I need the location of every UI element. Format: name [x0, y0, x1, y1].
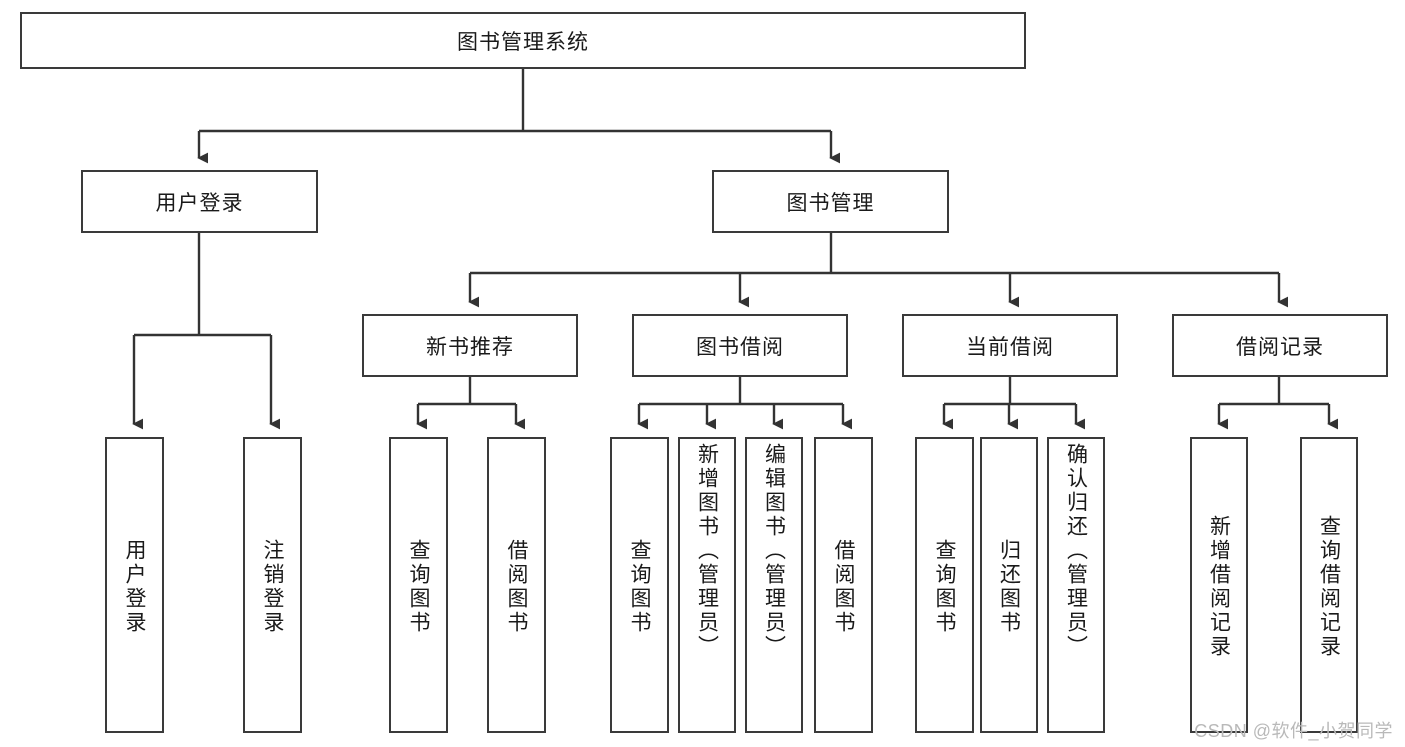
node-leaf-query-book-1-label: 查询图书	[407, 539, 430, 635]
node-leaf-edit-book-label: 编辑图书（管理员）	[762, 443, 786, 659]
node-book-borrow-label: 图书借阅	[696, 335, 784, 359]
node-leaf-query-record[interactable]: 查询借阅记录	[1300, 437, 1358, 733]
node-leaf-borrow-book-2-label: 借阅图书	[832, 539, 855, 635]
node-leaf-user-login[interactable]: 用户登录	[105, 437, 164, 733]
node-borrow-record[interactable]: 借阅记录	[1172, 314, 1388, 377]
node-leaf-borrow-book-2[interactable]: 借阅图书	[814, 437, 873, 733]
node-root[interactable]: 图书管理系统	[20, 12, 1026, 69]
node-user-login[interactable]: 用户登录	[81, 170, 318, 233]
node-leaf-return-book[interactable]: 归还图书	[980, 437, 1038, 733]
node-leaf-confirm-return[interactable]: 确认归还（管理员）	[1047, 437, 1105, 733]
node-book-borrow[interactable]: 图书借阅	[632, 314, 848, 377]
node-leaf-user-logout[interactable]: 注销登录	[243, 437, 302, 733]
node-leaf-confirm-return-label: 确认归还（管理员）	[1064, 443, 1088, 659]
node-leaf-query-book-3-label: 查询图书	[933, 539, 956, 635]
node-new-book-rec[interactable]: 新书推荐	[362, 314, 578, 377]
node-book-manage[interactable]: 图书管理	[712, 170, 949, 233]
node-leaf-query-book-2[interactable]: 查询图书	[610, 437, 669, 733]
node-leaf-add-book[interactable]: 新增图书（管理员）	[678, 437, 736, 733]
node-leaf-query-book-2-label: 查询图书	[628, 539, 651, 635]
node-leaf-query-book-3[interactable]: 查询图书	[915, 437, 974, 733]
node-leaf-query-record-label: 查询借阅记录	[1317, 515, 1341, 659]
node-current-borrow[interactable]: 当前借阅	[902, 314, 1118, 377]
node-leaf-query-book-1[interactable]: 查询图书	[389, 437, 448, 733]
node-user-login-label: 用户登录	[155, 191, 244, 215]
node-new-book-rec-label: 新书推荐	[426, 335, 514, 359]
node-leaf-edit-book[interactable]: 编辑图书（管理员）	[745, 437, 803, 733]
node-current-borrow-label: 当前借阅	[966, 335, 1054, 359]
node-leaf-user-login-label: 用户登录	[123, 539, 146, 635]
node-leaf-borrow-book-1-label: 借阅图书	[505, 539, 528, 635]
node-leaf-return-book-label: 归还图书	[997, 539, 1021, 635]
node-leaf-borrow-book-1[interactable]: 借阅图书	[487, 437, 546, 733]
node-leaf-add-book-label: 新增图书（管理员）	[695, 443, 719, 659]
node-book-manage-label: 图书管理	[786, 191, 875, 215]
node-leaf-add-record-label: 新增借阅记录	[1207, 515, 1231, 659]
node-leaf-user-logout-label: 注销登录	[261, 539, 284, 635]
node-root-label: 图书管理系统	[457, 30, 589, 54]
node-borrow-record-label: 借阅记录	[1236, 335, 1324, 359]
csdn-watermark: CSDN @软件_小贺同学	[1194, 721, 1393, 741]
node-leaf-add-record[interactable]: 新增借阅记录	[1190, 437, 1248, 733]
